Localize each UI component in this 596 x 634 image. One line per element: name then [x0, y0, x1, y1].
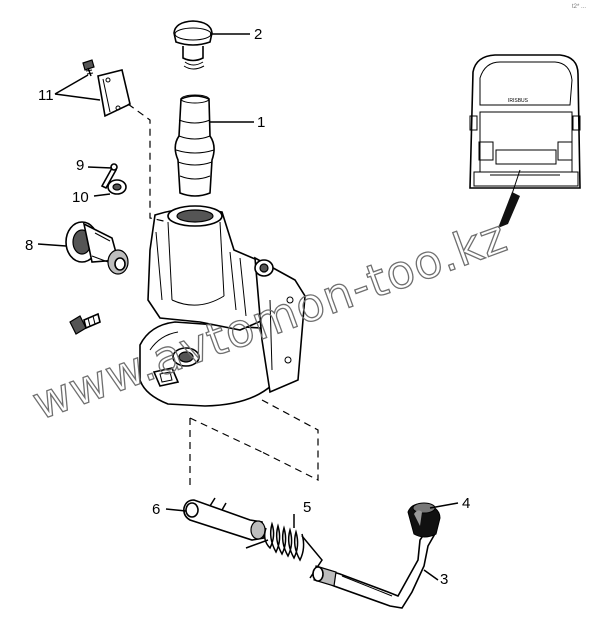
part-4-knob [407, 502, 441, 538]
corner-mark: t2* ... [572, 4, 586, 10]
assembly-guide-lines [127, 103, 319, 486]
callout-4: 4 [462, 495, 470, 512]
bus-badge: IRISBUS [508, 98, 529, 104]
callout-3: 3 [440, 571, 448, 588]
callout-2: 2 [254, 26, 262, 43]
part-2-cap [173, 20, 213, 70]
bus-rear-view-inset: IRISBUS [469, 54, 581, 228]
part-9-pin [100, 163, 118, 190]
callout-11: 11 [38, 87, 54, 104]
part-8-bearing [65, 221, 129, 275]
part-6-lever [183, 497, 266, 541]
callout-9: 9 [76, 157, 84, 174]
callout-10: 10 [72, 189, 89, 206]
part-1-bellow [174, 94, 215, 197]
gearshift-housing [139, 205, 306, 407]
housing-bolt [69, 312, 101, 335]
location-arrow-icon [498, 192, 520, 228]
part-10-washer [107, 179, 127, 195]
part-11-screw [82, 59, 95, 77]
callout-1: 1 [257, 114, 265, 131]
part-11-cover-plate [97, 69, 131, 118]
callout-8: 8 [25, 237, 33, 254]
leader-lines [37, 33, 459, 581]
callout-5: 5 [303, 499, 311, 516]
part-3-shift-rod [312, 526, 438, 609]
callout-6: 6 [152, 501, 160, 518]
